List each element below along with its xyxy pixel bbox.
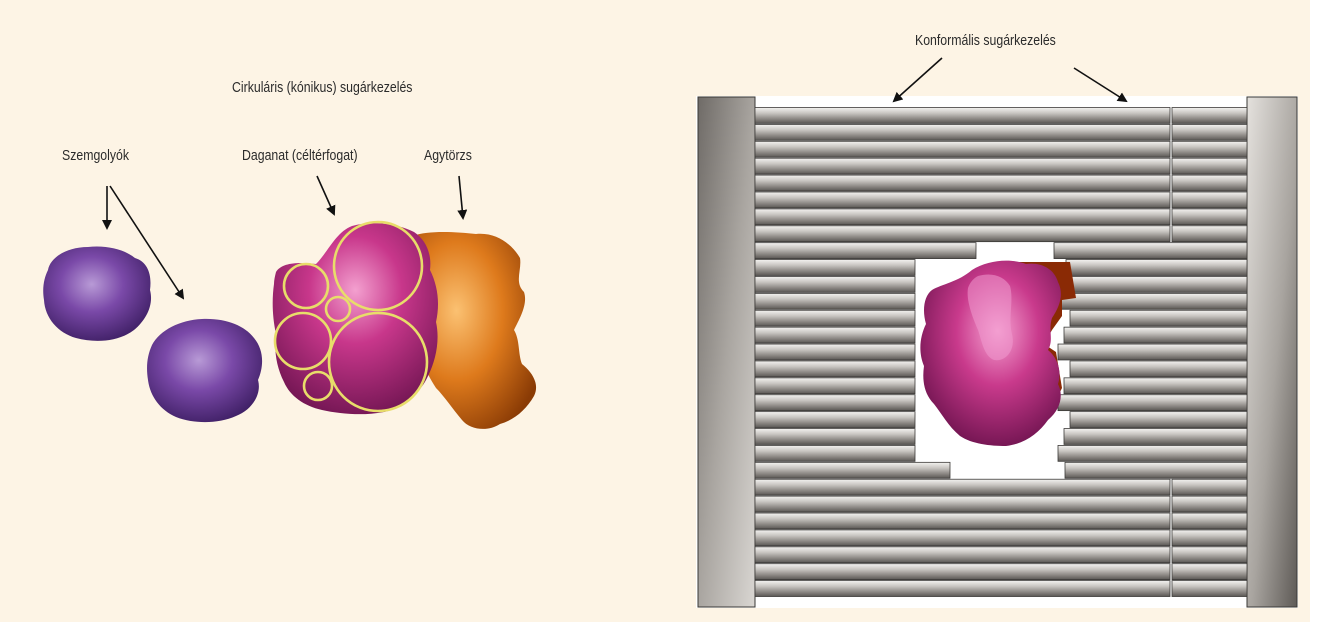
leaf-left [755,395,915,411]
leaf-left [755,513,1170,529]
leaf-left [755,141,1170,157]
leaf-left [755,158,1170,174]
leaf-left [755,327,915,343]
arrow-brainstem [459,176,463,218]
leaf-left [755,564,1170,580]
leaf-left [755,378,915,394]
leaf-left [755,293,915,309]
leaf-right [1054,243,1247,259]
leaf-left [755,310,915,326]
leaf-left [755,547,1170,563]
right-arrows [894,58,1126,101]
label-brainstem: Agytörzs [424,147,472,164]
leaf-right [1172,175,1247,191]
leaf-left [755,462,950,478]
leaf-right [1058,395,1247,411]
label-eyeballs: Szemgolyók [62,147,129,164]
leaf-right [1066,276,1247,292]
leaf-right [1065,462,1247,478]
leaf-left [755,412,915,428]
leaf-left [755,496,1170,512]
leaf-left [755,243,976,259]
leaf-left [755,276,915,292]
leaf-right [1172,226,1247,242]
jaw-left [698,97,755,607]
label-tumor: Daganat (céltérfogat) [242,147,358,164]
leaf-left [755,429,915,445]
leaf-right [1058,344,1247,360]
leaf-right [1066,260,1247,276]
leaf-right [1070,310,1247,326]
multileaf-collimator-illustration [660,0,1322,634]
eyeball-left [43,247,151,341]
leaf-right [1172,209,1247,225]
leaf-right [1172,141,1247,157]
eyeball-right [147,319,262,422]
leaf-right [1064,429,1247,445]
leaf-left [755,530,1170,546]
leaf-left [755,361,915,377]
leaf-left [755,124,1170,140]
arrow-conformal-left [894,58,942,101]
leaf-right [1058,445,1247,461]
leaf-right [1172,192,1247,208]
leaf-right [1172,581,1247,597]
conformal-title: Konformális sugárkezelés [915,32,1056,49]
leaf-left [755,108,1170,124]
leaf-right [1172,158,1247,174]
leaf-right [1172,513,1247,529]
leaf-left [755,209,1170,225]
leaf-left [755,192,1170,208]
leaf-left [755,445,915,461]
leaf-right [1058,293,1247,309]
leaf-right [1172,547,1247,563]
leaf-right [1064,327,1247,343]
leaf-right [1172,108,1247,124]
leaf-left [755,226,1170,242]
leaf-left [755,581,1170,597]
leaf-left [755,479,1170,495]
leaf-right [1172,564,1247,580]
leaf-right [1172,496,1247,512]
circular-title: Cirkuláris (kónikus) sugárkezelés [232,79,412,96]
jaw-right [1247,97,1297,607]
arrow-tumor [317,176,334,214]
leaf-left [755,175,1170,191]
circular-radiotherapy-panel: Cirkuláris (kónikus) sugárkezelés Szemgo… [0,0,660,634]
leaf-right [1172,530,1247,546]
leaf-right [1172,479,1247,495]
leaf-right [1070,412,1247,428]
leaf-right [1070,361,1247,377]
leaf-left [755,344,915,360]
leaf-left [755,260,915,276]
conformal-radiotherapy-panel: Konformális sugárkezelés [660,0,1322,634]
leaf-right [1172,124,1247,140]
leaf-right [1064,378,1247,394]
